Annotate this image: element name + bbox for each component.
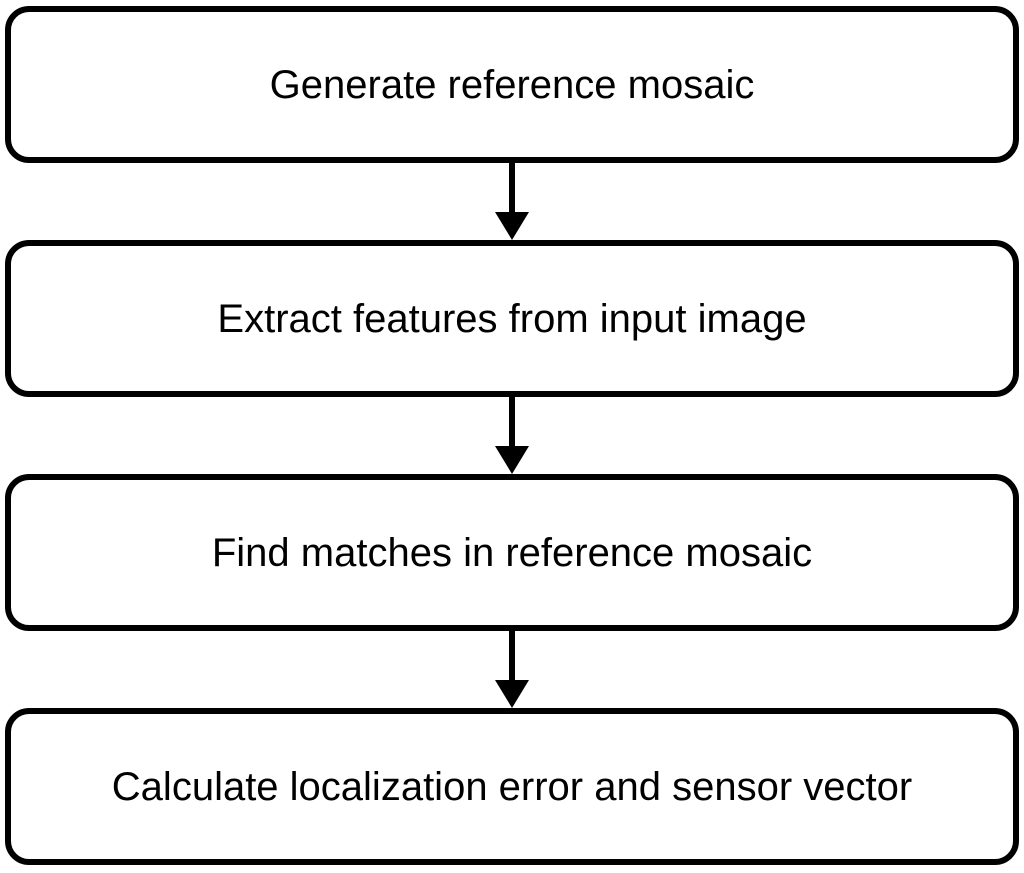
arrow-down-icon xyxy=(495,446,529,474)
arrow-shaft xyxy=(509,397,515,446)
flow-node-label: Extract features from input image xyxy=(217,296,807,341)
flow-arrow-1 xyxy=(495,163,529,240)
flow-node-label: Calculate localization error and sensor … xyxy=(111,764,913,809)
flow-node-label: Find matches in reference mosaic xyxy=(211,530,813,575)
arrow-down-icon xyxy=(495,212,529,240)
arrow-down-icon xyxy=(495,680,529,708)
flow-node-extract-features: Extract features from input image xyxy=(5,240,1019,397)
flow-node-generate-reference-mosaic: Generate reference mosaic xyxy=(5,6,1019,163)
flow-node-find-matches: Find matches in reference mosaic xyxy=(5,474,1019,631)
arrow-shaft xyxy=(509,163,515,212)
flow-node-calculate-error: Calculate localization error and sensor … xyxy=(5,708,1019,865)
flow-arrow-2 xyxy=(495,397,529,474)
arrow-shaft xyxy=(509,631,515,680)
flow-arrow-3 xyxy=(495,631,529,708)
flow-node-label: Generate reference mosaic xyxy=(269,62,755,107)
